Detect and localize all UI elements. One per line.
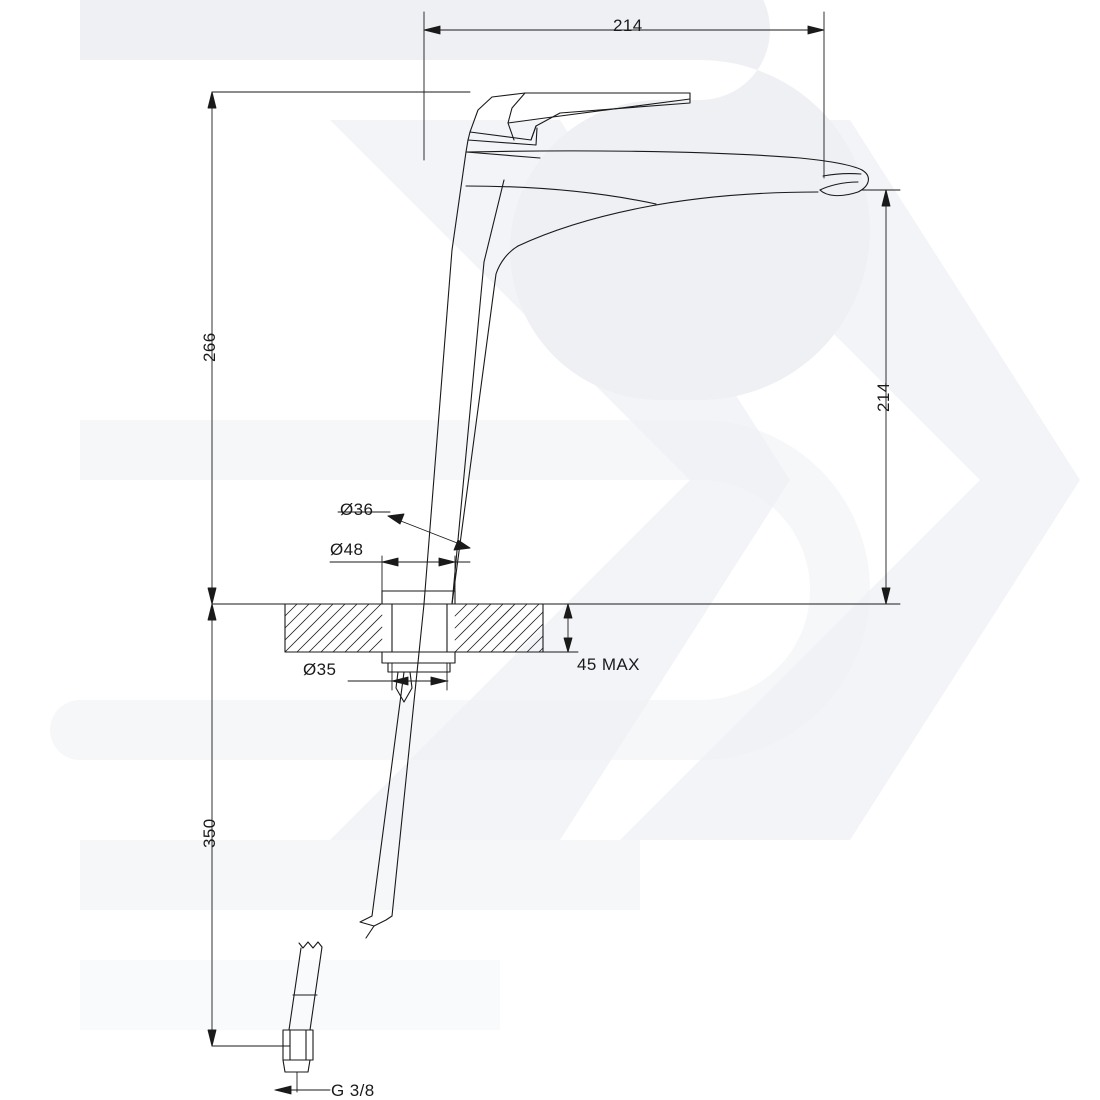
- faucet-outline: [423, 92, 869, 605]
- dimension-label-spout-height: 214: [874, 382, 893, 412]
- dimension-label-base-diameter: Ø48: [330, 540, 364, 559]
- dimension-label-body-diameter: Ø36: [340, 500, 374, 519]
- hose-connector: [282, 941, 323, 1073]
- dimension-label-height-overall: 266: [200, 332, 219, 362]
- mounting-assembly: [381, 590, 456, 703]
- supply-hose: [359, 603, 425, 939]
- dimension-lines: [207, 11, 901, 1095]
- dimension-label-deck-thickness: 45 MAX: [577, 655, 640, 674]
- dimension-label-thread-size: G 3/8: [331, 1081, 375, 1100]
- countertop-section: [284, 603, 544, 653]
- dimension-label-hose-length: 350: [200, 818, 219, 848]
- dimension-label-width-overall: 214: [613, 16, 643, 35]
- dimension-label-hole-diameter: Ø35: [303, 660, 337, 679]
